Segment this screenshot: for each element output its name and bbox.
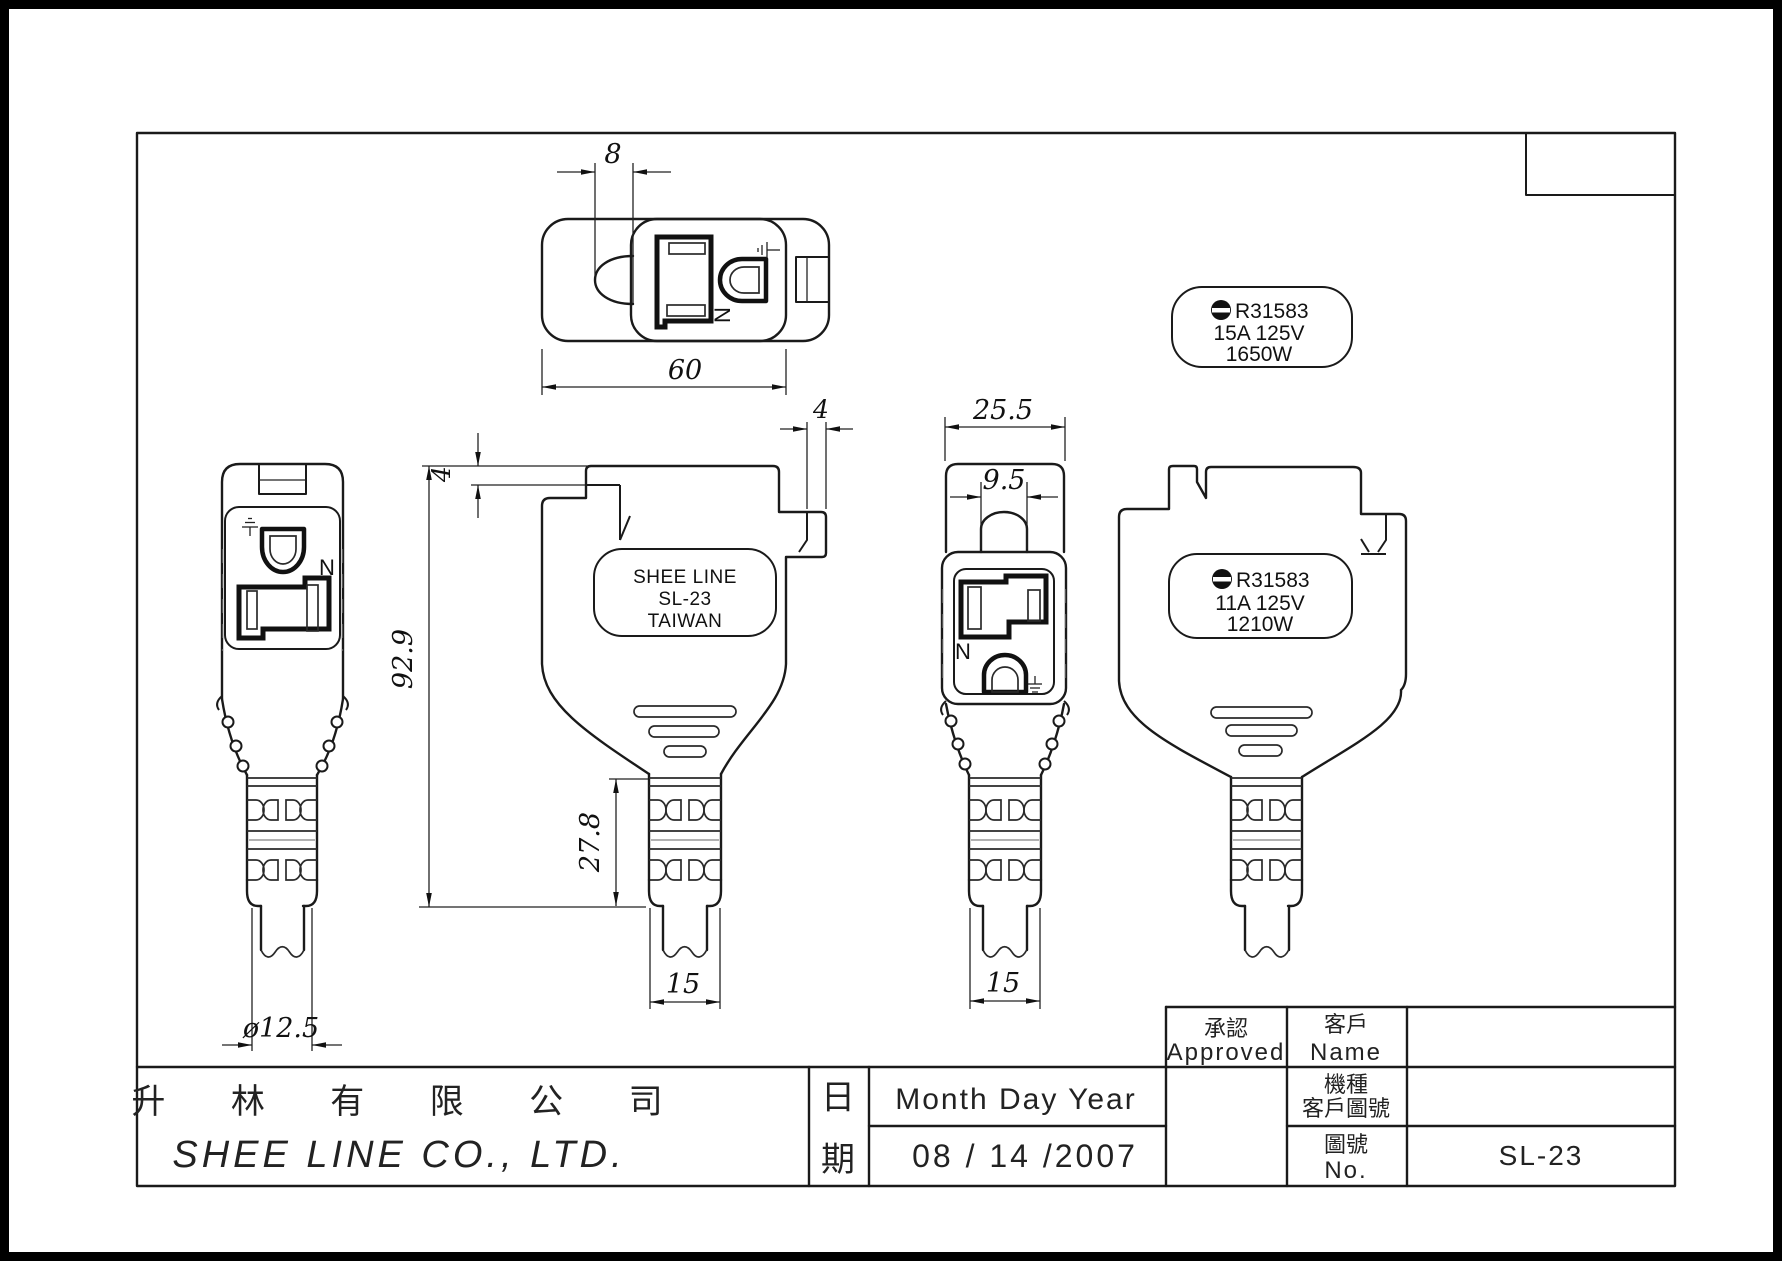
ground-pin-hole [259,526,307,575]
dim-relief-width: 15 [666,969,700,1000]
brand-label [593,548,777,637]
strain-relief-ribs [969,799,1041,881]
cert-label-side [1168,553,1353,639]
neutral-mark-face: N [955,639,971,664]
number-label-zh: 圖號 [1324,1132,1368,1157]
top-tab [258,463,307,495]
ground-pin-hole [717,256,769,304]
cable-break [982,945,1028,958]
view-side-main: SHEE LINE SL-23 TAIWAN [540,464,828,958]
dim-tab-height: 4 [427,466,456,483]
dim-dome-width: 9.5 [983,465,1026,496]
blade-slot [1027,589,1041,622]
vent-slot [1225,724,1298,737]
cert-rating: 11A 125V [1215,592,1305,615]
model-label-zh-2: 客戶圖號 [1302,1096,1390,1121]
latch-tab-top [795,256,830,303]
ground-pin-hole [981,652,1029,695]
neutral-mark-top: N [710,307,735,323]
model-label-zh: 機種 [1324,1072,1368,1097]
approved-label-zh: 承認 [1204,1016,1248,1041]
socket-outline-top [654,234,714,330]
dimensions: 8 60 4 92.9 27.8 4 15 15 [222,139,1066,1051]
blade-slot [967,586,982,630]
revision-box [1525,132,1676,196]
date-label-zh-2: 期 [821,1141,855,1179]
view-top: N [540,217,831,343]
title-block: 升 林 有 限 公 司 SHEE LINE CO., LTD. 日 期 Mont… [131,1005,1677,1188]
cable-break [662,945,708,958]
dim-body-width: 25.5 [972,395,1033,426]
dim-relief-width-2: 15 [986,968,1020,999]
neutral-mark-front: N [319,555,335,580]
view-front: N [216,462,349,958]
vent-slot [1210,706,1313,719]
sheet-frame [135,131,1677,1188]
dim-overall-height: 92.9 [388,629,419,689]
socket-outline-face [958,573,1049,640]
dim-overall-width: 60 [668,355,702,386]
date-label-zh-1: 日 [821,1079,855,1117]
plug-face [224,506,341,650]
blade-slot [306,584,319,632]
blade-slot [668,242,706,255]
strain-relief-ribs [649,799,721,881]
cert-code: R31583 [1236,569,1310,592]
brand-line1: SHEE LINE [633,567,737,588]
vent-slot [633,705,737,718]
dome-boss [979,510,1029,554]
dim-cable-diameter: ø12.5 [242,1013,319,1044]
dim-dome-depth: 8 [604,139,621,170]
vent-slot [663,745,707,758]
date-header: Month Day Year [895,1083,1136,1116]
dim-relief-height: 27.8 [575,812,606,873]
number-label-en: No. [1324,1157,1367,1184]
vent-slot [1238,744,1283,757]
customer-label-zh: 客戶 [1324,1012,1368,1037]
strain-relief-ribs [247,799,317,881]
strain-relief-ribs [1231,799,1302,881]
brand-line2: SL-23 [658,589,711,610]
cable-break [1244,945,1290,958]
drawing-canvas: N N [131,131,1677,1188]
part-number: SL-23 [1499,1140,1584,1171]
blade-slot [246,590,258,630]
dim-latch-width: 4 [812,395,829,424]
view-side-right: R31583 11A 125V 1210W [1117,464,1408,958]
brand-line3: TAIWAN [648,611,723,632]
ground-icon [1028,676,1042,693]
approved-label-en: Approved [1167,1039,1286,1066]
cert-power: 1210W [1227,613,1294,636]
ground-icon [757,242,780,258]
blade-slot [666,304,706,317]
date-value: 08 / 14 /2007 [912,1138,1138,1174]
cable-break [260,945,305,958]
cert-label-top: R31583 15A 125V 1650W [1171,286,1353,368]
ground-icon [242,517,258,536]
company-name-en: SHEE LINE CO., LTD. [172,1134,625,1176]
socket-outline-front [236,575,332,641]
cert-code: R31583 [1235,300,1309,323]
company-name-zh: 升 林 有 限 公 司 [131,1083,690,1121]
view-face-right: N [940,462,1070,958]
cert-rating: 15A 125V [1213,322,1304,345]
customer-label-en: Name [1310,1039,1382,1066]
vent-slot [648,725,720,738]
cert-power: 1650W [1226,343,1293,366]
